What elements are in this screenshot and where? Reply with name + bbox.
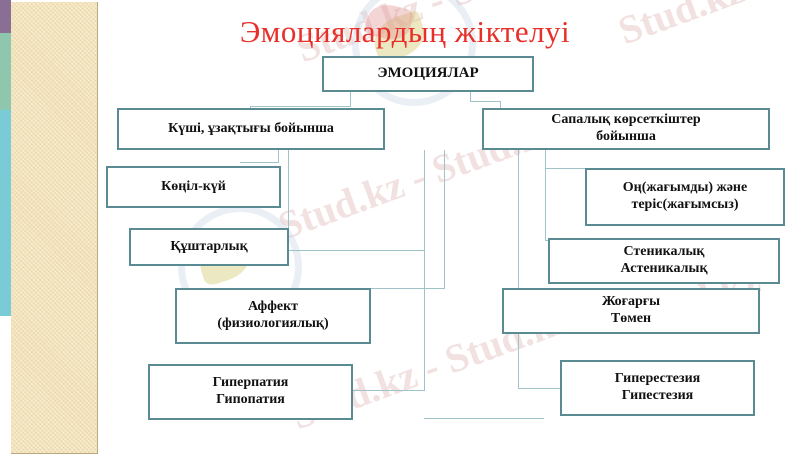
node-right-2-line1: Стеникалық: [623, 244, 705, 260]
node-branch-left-label: Күші, ұзақтығы бойынша: [168, 120, 334, 136]
node-root-label: ЭМОЦИЯЛАР: [377, 65, 479, 82]
node-right-2[interactable]: Стеникалық Астеникалық: [548, 238, 780, 284]
edge-strip-cyan: [0, 110, 11, 316]
node-root[interactable]: ЭМОЦИЯЛАР: [322, 56, 534, 92]
node-left-3-line1: Аффект: [247, 299, 299, 315]
node-branch-right-line1: Сапалық көрсеткіштер: [551, 112, 701, 128]
connector-to-left-2: [288, 150, 289, 228]
node-right-3[interactable]: Жоғарғы Төмен: [502, 288, 760, 334]
node-left-1-label: Көңіл-күй: [161, 178, 226, 194]
node-left-4-line2: Гипопатия: [216, 392, 285, 407]
connector-to-right-4: [518, 328, 519, 388]
watermark-text: Stud.kz - Stud.kz: [612, 0, 800, 54]
node-right-2-line2: Астеникалық: [620, 261, 708, 276]
node-left-1[interactable]: Көңіл-күй: [106, 166, 281, 208]
connector-to-right-2: [545, 150, 546, 240]
connector-to-left-4: [424, 250, 425, 390]
connector-root-to-right: [470, 92, 471, 101]
connector-root-to-left: [250, 106, 351, 107]
node-right-3-line2: Төмен: [610, 311, 652, 326]
node-left-4-line1: Гиперпатия: [212, 375, 289, 391]
node-left-2-label: Құштарлық: [170, 238, 248, 254]
node-right-1-line1: Оң(жағымды) және: [622, 180, 748, 196]
connector-left-spine-a: [424, 150, 425, 250]
page-title: Эмоциялардың жіктелуі: [239, 14, 571, 49]
connector-root-to-right: [500, 101, 501, 108]
node-right-1[interactable]: Оң(жағымды) және теріс(жағымсыз): [585, 168, 785, 226]
node-left-3[interactable]: Аффект (физиологиялық): [175, 288, 371, 344]
node-left-3-line2: (физиологиялық): [217, 316, 329, 331]
connector-to-left-1: [278, 150, 279, 162]
connector-root-to-right: [470, 101, 500, 102]
edge-strip-green: [0, 33, 11, 110]
connector-to-right-4: [518, 388, 560, 389]
node-right-4-line1: Гиперестезия: [614, 371, 701, 387]
node-branch-right-line2: бойынша: [596, 129, 656, 144]
node-right-4-line2: Гипестезия: [621, 388, 694, 403]
connector-right-spine: [518, 150, 519, 288]
connector-root-to-left: [250, 106, 251, 108]
connector-left-spine-b: [350, 288, 445, 289]
node-right-3-line1: Жоғарғы: [601, 294, 661, 310]
connector-to-left-1: [240, 162, 279, 163]
connector-to-right-1: [545, 168, 585, 169]
node-branch-left[interactable]: Күші, ұзақтығы бойынша: [117, 108, 385, 150]
node-left-4[interactable]: Гиперпатия Гипопатия: [148, 364, 353, 420]
node-branch-right[interactable]: Сапалық көрсеткіштер бойынша: [482, 108, 770, 150]
side-panel: [11, 2, 98, 454]
edge-strip-purple: [0, 0, 11, 33]
connector-left-spine-a: [288, 250, 425, 251]
connector-left-spine-b: [444, 150, 445, 288]
edge-strip-white: [0, 316, 11, 458]
node-right-1-line2: теріс(жағымсыз): [631, 197, 739, 212]
connector-to-right-2: [545, 240, 549, 241]
node-right-4[interactable]: Гиперестезия Гипестезия: [560, 360, 755, 416]
connector-bottom-tie: [424, 418, 544, 419]
node-left-2[interactable]: Құштарлық: [129, 228, 289, 266]
connector-to-left-4: [352, 390, 425, 391]
connector-root-to-left: [350, 92, 351, 106]
